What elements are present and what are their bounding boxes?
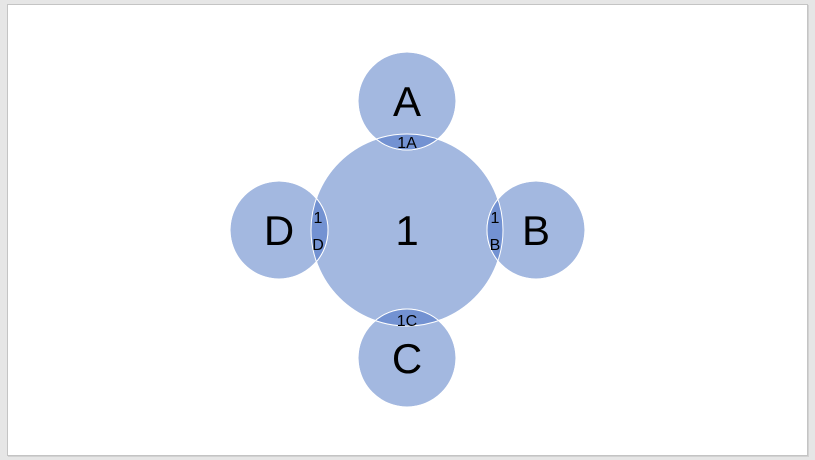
circle-outlines <box>229 51 586 408</box>
overlap-label-1c: 1C <box>397 313 417 330</box>
label-d: D <box>264 207 294 254</box>
label-b: B <box>522 207 550 254</box>
label-a: A <box>393 78 421 125</box>
overlap-label-1d-line1: 1 <box>314 210 323 227</box>
label-c: C <box>392 335 422 382</box>
overlap-label-1a: 1A <box>397 135 417 152</box>
overlap-label-1b-line1: 1 <box>491 210 500 227</box>
overlap-label-1d-line2: D <box>312 237 324 254</box>
overlap-label-1b-line2: B <box>490 237 501 254</box>
center-label: 1 <box>395 207 418 254</box>
